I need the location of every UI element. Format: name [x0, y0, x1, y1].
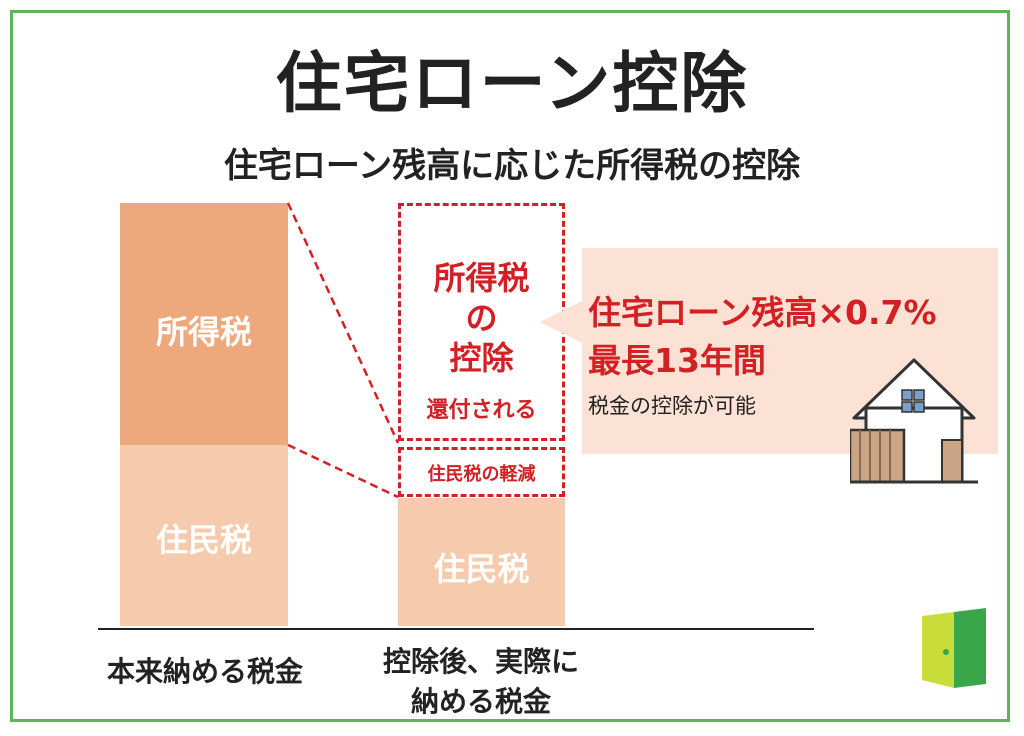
resident-tax-after-label: 住民税: [433, 550, 530, 588]
refund-note: 還付される: [426, 398, 537, 423]
resident-tax-reduction-box: 住民税の軽減: [398, 447, 565, 497]
resident-tax-after-segment: 住民税: [398, 498, 565, 626]
caption-original: 本来納める税金: [106, 655, 303, 688]
caption-after: 控除後、実際に 納める税金: [350, 642, 612, 722]
logo-door-icon: [922, 608, 986, 688]
resident-tax-bar-segment: 住民税: [120, 445, 288, 626]
callout-note: 税金の控除が可能: [588, 394, 756, 418]
deduction-line2: の: [465, 299, 498, 337]
caption-after-line1: 控除後、実際に: [382, 645, 579, 678]
chart-baseline: [98, 628, 814, 630]
deduction-line3: 控除: [449, 339, 514, 377]
callout-line1: 住宅ローン残高×0.7%: [588, 293, 937, 332]
income-tax-label: 所得税: [155, 313, 252, 351]
callout-line2: 最長13年間: [588, 341, 766, 380]
connector-line-lower: [287, 443, 399, 499]
reduction-label: 住民税の軽減: [427, 464, 536, 485]
income-tax-bar-segment: 所得税: [120, 203, 288, 445]
resident-tax-label: 住民税: [155, 521, 252, 559]
callout-pointer: [540, 300, 584, 344]
income-tax-deduction-box: 所得税 の 控除 還付される: [398, 203, 565, 441]
connector-line-upper: [286, 202, 400, 444]
deduction-line1: 所得税: [433, 259, 530, 297]
page-title: 住宅ローン控除: [275, 45, 749, 122]
house-icon: [850, 358, 978, 484]
page-subtitle: 住宅ローン残高に応じた所得税の控除: [223, 146, 801, 186]
caption-after-line2: 納める税金: [410, 685, 551, 718]
